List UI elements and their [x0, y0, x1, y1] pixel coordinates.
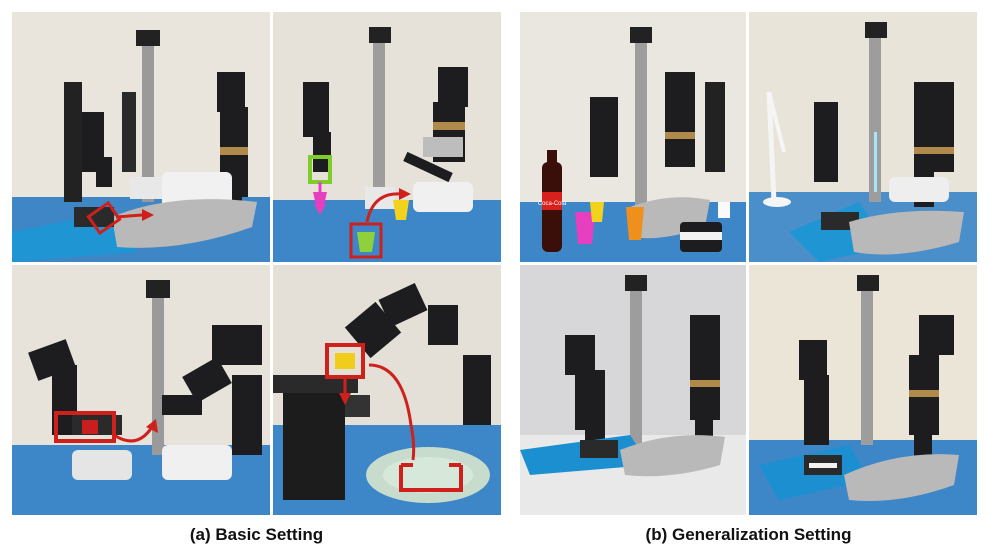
photo-basic-sweep	[12, 12, 270, 262]
photo-basic-cups	[273, 12, 501, 262]
photo-gen-grey	[520, 265, 746, 515]
photo-basic-handover	[12, 265, 270, 515]
caption-generalization-setting: (b) Generalization Setting	[645, 525, 852, 544]
caption-basic-setting: (a) Basic Setting	[189, 525, 324, 544]
photo-gen-lamp	[749, 12, 977, 262]
photo-basic-drawer	[273, 265, 501, 515]
photo-gen-clutter: Coca-Cola	[520, 12, 746, 262]
photo-gen-beige	[749, 265, 977, 515]
bottle-label: Coca-Cola	[538, 201, 567, 207]
